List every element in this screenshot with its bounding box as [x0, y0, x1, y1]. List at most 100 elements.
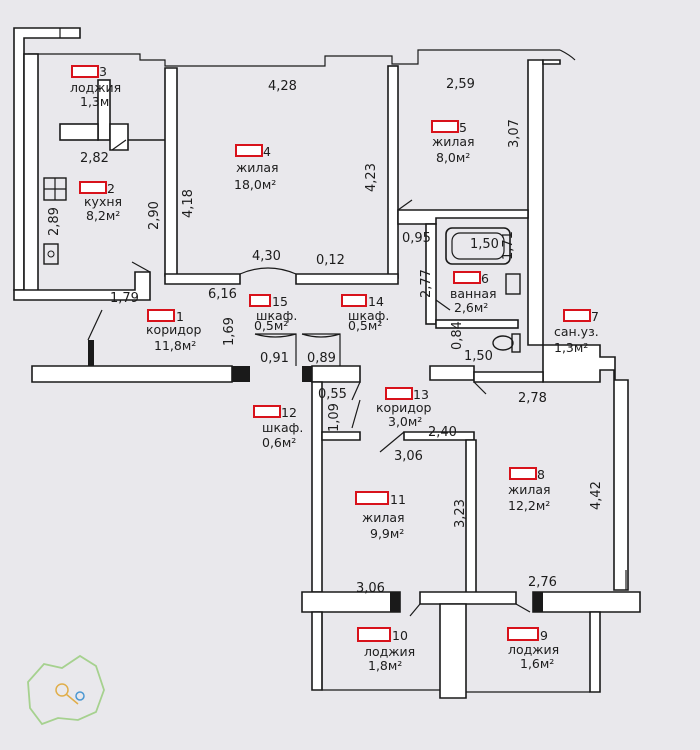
room-number: 4: [263, 144, 271, 159]
room-marker: [249, 294, 271, 307]
dimension: 0,91: [260, 351, 289, 366]
logo-icon: [27, 654, 105, 726]
room-marker: [341, 294, 367, 307]
room-area: 18,0м²: [234, 177, 276, 192]
dimension: 2,59: [446, 77, 475, 92]
bathtub-icon: [445, 227, 511, 265]
dimension: 2,89: [47, 207, 62, 236]
room-area: 1,3м: [80, 94, 109, 109]
room-number: 8: [537, 467, 545, 482]
dimension: 2,40: [428, 425, 457, 440]
room-area: 12,2м²: [508, 498, 550, 513]
dimension: 4,23: [364, 163, 379, 192]
room-label-12: 12 шкаф. 0,6м²: [253, 405, 303, 450]
room-name: шкаф.: [348, 308, 389, 323]
room-marker: [507, 627, 539, 641]
sink-icon: [43, 243, 59, 265]
doors: [87, 139, 627, 617]
room-name: сан.уз.: [554, 324, 599, 339]
room-number: 11: [390, 492, 406, 507]
dimension: 3,06: [356, 581, 385, 596]
dimension: 0,55: [318, 387, 347, 402]
room-name: лоджия: [508, 642, 559, 657]
room-label-8: 8 жилая 12,2м²: [508, 467, 551, 513]
toilet-icon: [492, 333, 521, 353]
room-area: 8,0м²: [436, 150, 470, 165]
room-marker: [509, 467, 537, 480]
room-area: 0,6м²: [262, 435, 296, 450]
room-label-11: 11 жилая 9,9м²: [355, 491, 406, 541]
room-area: 0,5м²: [254, 318, 288, 333]
room-marker: [357, 627, 391, 642]
dimension: 2,82: [80, 151, 109, 166]
room-marker: [563, 309, 591, 322]
room-number: 9: [540, 628, 548, 643]
room-name: шкаф.: [262, 420, 303, 435]
room-area: 8,2м²: [86, 208, 120, 223]
dimension: 0,12: [316, 253, 345, 268]
room-name: жилая: [362, 510, 405, 525]
room-number: 7: [591, 309, 599, 324]
room-area: 1,3м²: [554, 340, 588, 355]
room-label-14: 14 шкаф. 0,5м²: [341, 294, 389, 333]
room-number: 6: [481, 271, 489, 286]
room-name: коридор: [146, 322, 202, 337]
room-name: ванная: [450, 286, 497, 301]
dimension: 2,77: [419, 269, 434, 298]
room-marker: [71, 65, 99, 78]
room-number: 15: [272, 294, 288, 309]
room-number: 3: [99, 64, 107, 79]
room-name: жилая: [432, 134, 475, 149]
dimension: 4,30: [252, 249, 281, 264]
room-label-7: 7 сан.уз. 1,3м²: [554, 309, 599, 355]
dimension: 3,07: [507, 119, 522, 148]
room-marker: [385, 387, 413, 400]
dimension: 2,76: [528, 575, 557, 590]
room-label-13: 13 коридор 3,0м²: [376, 387, 432, 429]
room-number: 12: [281, 405, 297, 420]
dimension: 2,78: [518, 391, 547, 406]
dimension: 1,69: [222, 317, 237, 346]
room-area: 11,8м²: [154, 338, 196, 353]
dimension: 6,16: [208, 287, 237, 302]
dimension: 3,06: [394, 449, 423, 464]
dimension: 4,42: [589, 481, 604, 510]
wall-structure: [13, 27, 641, 699]
dimension: 0,95: [402, 231, 431, 246]
dimension: 1,79: [110, 291, 139, 306]
room-area: 3,0м²: [388, 414, 422, 429]
bath-sink-icon: [505, 273, 521, 295]
room-area: 1,8м²: [368, 658, 402, 673]
room-marker: [355, 491, 389, 505]
dimension: 1,50: [464, 349, 493, 364]
room-label-9: 9 лоджия 1,6м²: [507, 627, 559, 671]
room-marker: [253, 405, 281, 418]
room-name: кухня: [84, 194, 122, 209]
room-marker: [431, 120, 459, 133]
dimension: 0,84: [450, 321, 465, 350]
fixtures: [43, 177, 521, 353]
dimension: 0,89: [307, 351, 336, 366]
room-label-2: 2 кухня 8,2м²: [79, 181, 122, 223]
room-labels: 3 лоджия 1,3м 2 кухня 8,2м² 4 жилая 18,0…: [70, 64, 599, 673]
room-marker: [235, 144, 263, 157]
room-label-4: 4 жилая 18,0м²: [234, 144, 279, 192]
room-label-6: 6 ванная 2,6м²: [450, 271, 497, 315]
dimension: 3,23: [453, 499, 468, 528]
room-area: 0,5м²: [348, 318, 382, 333]
room-label-5: 5 жилая 8,0м²: [431, 120, 475, 165]
dimension: 4,18: [181, 189, 196, 218]
room-label-15: 15 шкаф. 0,5м²: [249, 294, 297, 333]
dimension: 2,90: [147, 201, 162, 230]
room-area: 9,9м²: [370, 526, 404, 541]
dimension: 1,09: [327, 403, 342, 432]
room-marker: [453, 271, 481, 284]
room-marker: [79, 181, 107, 194]
room-number: 13: [413, 387, 429, 402]
dimension-labels: 4,28 2,59 3,07 4,23 4,18 2,90 2,82 2,89 …: [47, 77, 604, 596]
room-number: 5: [459, 120, 467, 135]
room-name: жилая: [236, 160, 279, 175]
room-name: коридор: [376, 400, 432, 415]
room-name: лоджия: [364, 644, 415, 659]
